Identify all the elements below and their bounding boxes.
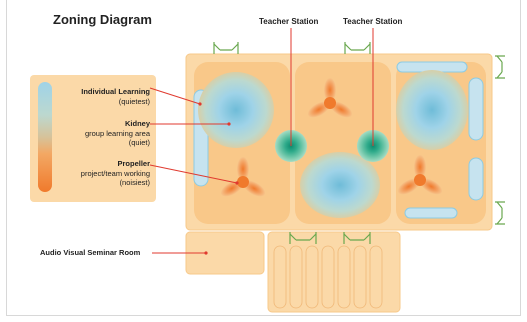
legend-kidney-sub1: group learning area bbox=[84, 128, 150, 138]
individual-learning-east-upper bbox=[468, 77, 484, 141]
legend-propeller-sub1: project/team working bbox=[80, 168, 150, 178]
individual-learning-east-lower bbox=[468, 157, 484, 201]
teacher-station-label-left: Teacher Station bbox=[259, 17, 319, 26]
diagram-frame bbox=[6, 0, 521, 316]
legend-individual-title: Individual Learning bbox=[81, 87, 150, 96]
legend-propeller-sub2: (noisiest) bbox=[119, 178, 150, 187]
kidney-area-center bbox=[300, 152, 380, 218]
legend-kidney-sub2: (quiet) bbox=[128, 138, 150, 147]
teacher-station-label-right: Teacher Station bbox=[343, 17, 403, 26]
leader-line-individual bbox=[149, 87, 201, 105]
individual-learning-south bbox=[404, 207, 458, 219]
legend-kidney: Kidney group learning area (quiet) bbox=[85, 119, 150, 148]
leader-dot-propeller bbox=[235, 181, 239, 185]
leader-line-propeller bbox=[149, 164, 238, 184]
seating-rows bbox=[273, 245, 383, 309]
av-room-label: Audio Visual Seminar Room bbox=[40, 248, 141, 257]
leader-dot-av-room bbox=[204, 251, 208, 255]
noise-gradient-bar bbox=[38, 82, 52, 192]
doors bbox=[213, 42, 505, 244]
legend-individual: Individual Learning (quietest) bbox=[81, 87, 150, 106]
legend-kidney-title: Kidney bbox=[124, 119, 150, 128]
legend-propeller-title: Propeller bbox=[117, 159, 150, 168]
leader-dot-individual bbox=[198, 102, 202, 106]
legend-individual-sub: (quietest) bbox=[118, 96, 150, 106]
diagram-title: Zoning Diagram bbox=[53, 12, 152, 27]
kidney-area-west bbox=[198, 72, 274, 148]
kidney-area-east bbox=[396, 70, 468, 150]
legend-propeller: Propeller project/team working (noisiest… bbox=[81, 159, 150, 188]
leader-dot-kidney bbox=[227, 122, 231, 126]
zone-legend: Individual Learning (quietest) Kidney gr… bbox=[30, 75, 156, 202]
